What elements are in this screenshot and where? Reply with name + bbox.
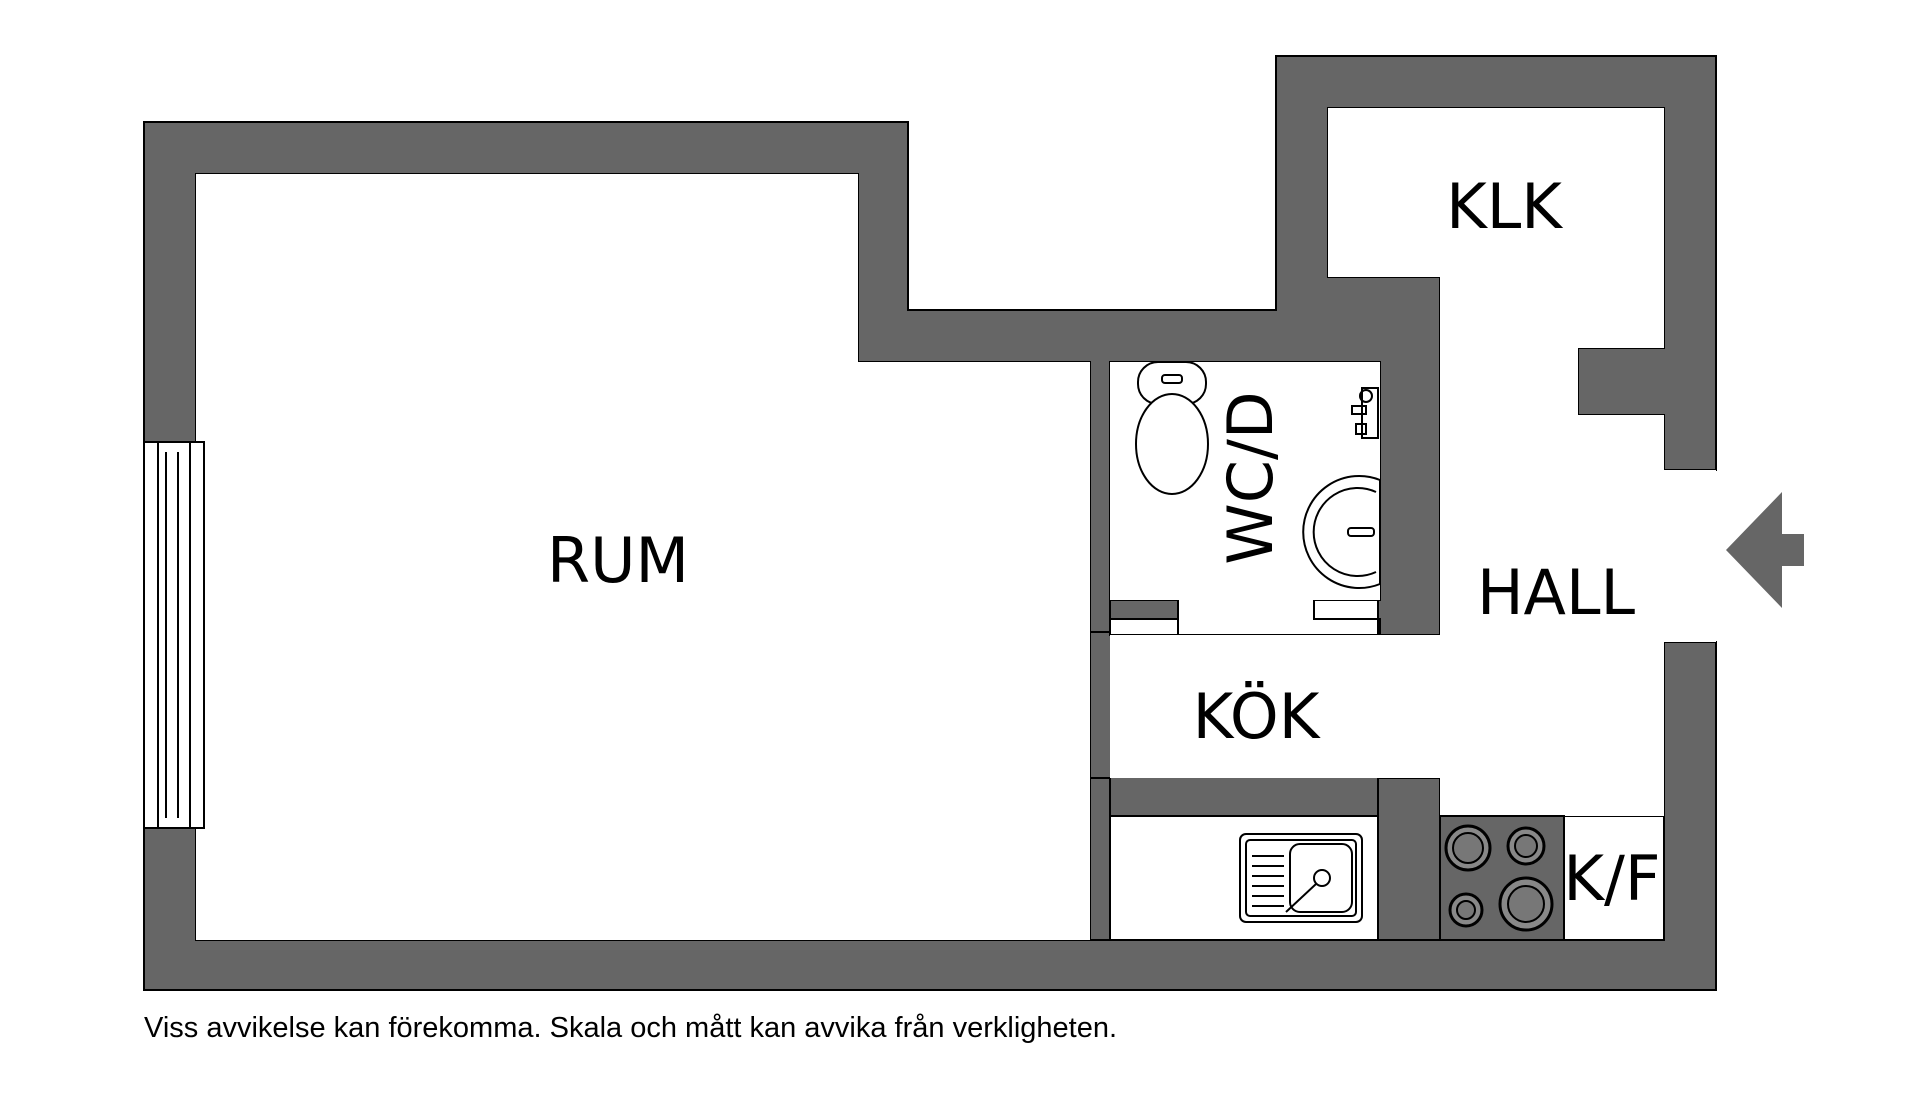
room-rum (196, 174, 1090, 940)
room-klk-hall (1328, 108, 1716, 816)
label-rum: RUM (547, 524, 689, 597)
window-icon (143, 441, 205, 829)
room-kf (1563, 815, 1665, 941)
sink-icon (1239, 833, 1363, 923)
kitchen-wall-left (1089, 777, 1111, 941)
label-klk: KLK (1446, 170, 1563, 243)
toilet-icon (1135, 361, 1209, 495)
kitchen-wall-mid (1377, 777, 1441, 941)
label-kf: K/F (1563, 842, 1660, 915)
label-hall: HALL (1477, 556, 1636, 629)
label-wcd: WC/D (1214, 391, 1287, 564)
washbasin-icon (1302, 475, 1381, 589)
entrance-arrow-icon (1726, 492, 1804, 608)
stove-icon (1439, 815, 1565, 941)
shower-icon (1351, 387, 1379, 439)
label-kok: KÖK (1193, 680, 1321, 753)
disclaimer-text: Viss avvikelse kan förekomma. Skala och … (144, 1012, 1118, 1044)
